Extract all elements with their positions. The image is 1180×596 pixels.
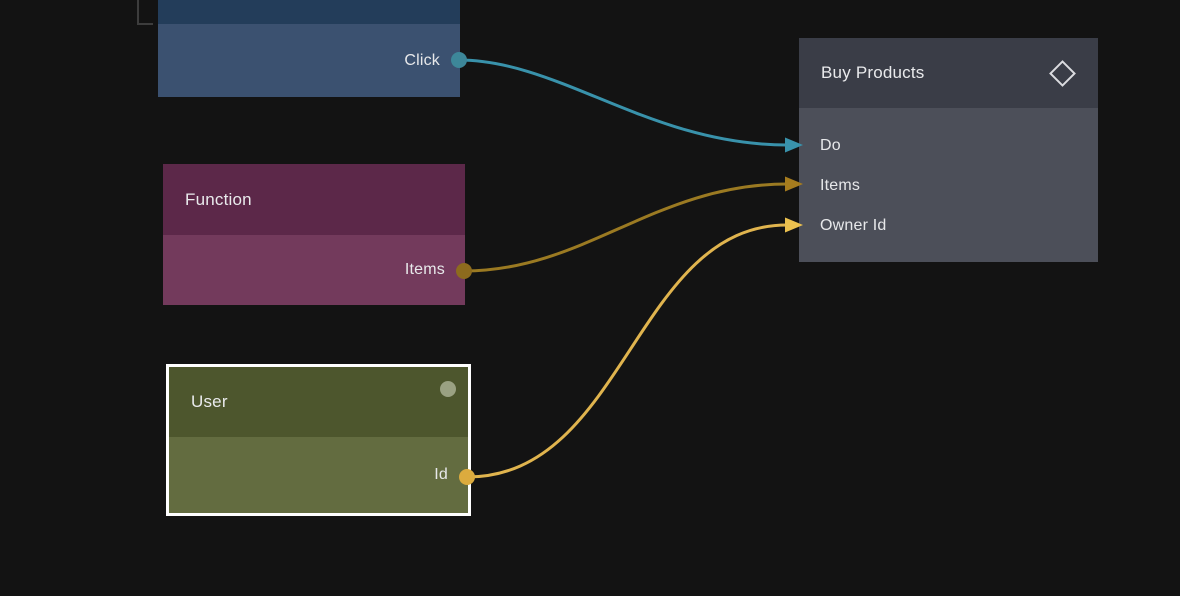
node-user[interactable]: User Id xyxy=(166,364,471,516)
node-offscreen-trigger[interactable]: Click xyxy=(158,0,460,97)
wire-id-to-owner-id[interactable] xyxy=(466,223,788,479)
port-input-owner-id-label: Owner Id xyxy=(820,217,887,234)
port-output-click-label: Click xyxy=(404,51,440,69)
node-buy-products-title: Buy Products xyxy=(821,63,925,82)
node-user-title: User xyxy=(191,392,228,411)
node-offscreen-trigger-header xyxy=(158,0,460,24)
port-input-do-label: Do xyxy=(820,137,841,154)
node-function-header: Function xyxy=(163,164,465,235)
port-output-id[interactable]: Id xyxy=(169,437,468,513)
port-input-items[interactable]: Items xyxy=(799,166,1098,206)
port-output-click[interactable]: Click xyxy=(158,24,460,97)
port-dot-items[interactable] xyxy=(456,263,472,279)
node-function-title: Function xyxy=(185,189,252,209)
port-input-owner-id[interactable]: Owner Id xyxy=(799,206,1098,246)
port-output-id-label: Id xyxy=(434,466,448,483)
node-buy-products-header: Buy Products xyxy=(799,38,1098,108)
port-input-do[interactable]: Do xyxy=(799,126,1098,166)
node-buy-products[interactable]: Buy Products Do Items Owner Id xyxy=(799,38,1098,262)
node-user-header: User xyxy=(169,367,468,437)
port-dot-id[interactable] xyxy=(459,469,475,485)
port-output-items[interactable]: Items xyxy=(163,235,465,305)
arrowhead-do-icon xyxy=(785,137,803,153)
selection-corner-bracket xyxy=(137,0,153,25)
wire-items-to-items[interactable] xyxy=(463,182,788,273)
wire-click-to-do[interactable] xyxy=(458,58,788,147)
user-node-status-dot xyxy=(440,381,456,397)
port-dot-click[interactable] xyxy=(451,52,467,68)
arrowhead-owner-id-icon xyxy=(785,217,803,233)
port-output-items-label: Items xyxy=(404,261,445,278)
node-function[interactable]: Function Items xyxy=(163,164,465,305)
arrowhead-items-icon xyxy=(785,176,803,192)
port-input-items-label: Items xyxy=(820,177,861,194)
